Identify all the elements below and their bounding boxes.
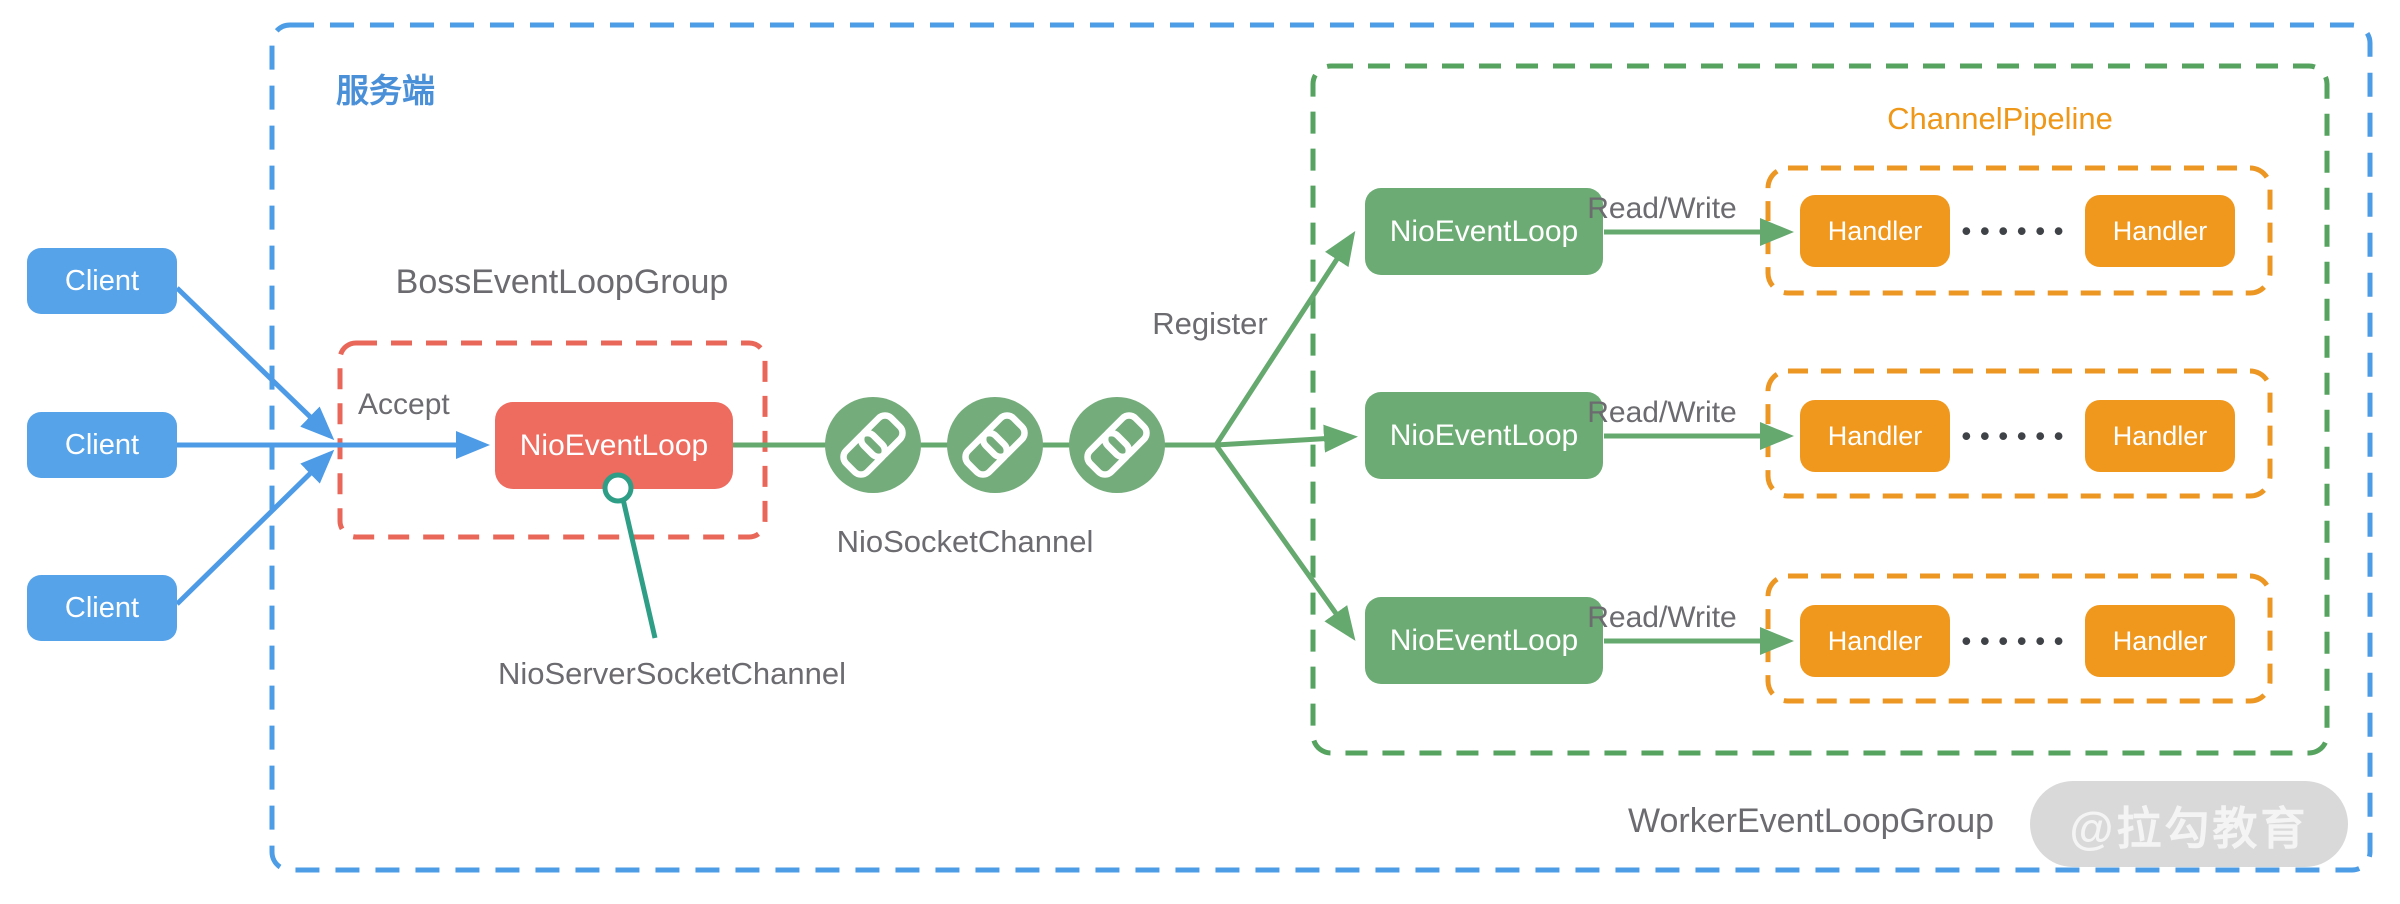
link-icon	[947, 397, 1043, 493]
pipeline-border-row1	[1765, 165, 2273, 296]
watermark: @拉勾教育	[2030, 781, 2348, 867]
link-icon	[1069, 397, 1165, 493]
link-icon	[825, 397, 921, 493]
ellipsis-dots: ••••••	[1961, 626, 2073, 656]
niosocketchannel-label: NioSocketChannel	[836, 524, 1094, 559]
client-label: Client	[64, 428, 140, 461]
readwrite-label-3: Read/Write	[1587, 601, 1737, 634]
handler-label: Handler	[1827, 420, 1923, 451]
client-label: Client	[64, 591, 140, 624]
handler-box: Handler	[2085, 400, 2235, 472]
handler-box: Handler	[2085, 195, 2235, 267]
readwrite-label-2: Read/Write	[1587, 396, 1737, 429]
readwrite-label-1: Read/Write	[1587, 192, 1737, 225]
handler-box: Handler	[2085, 605, 2235, 677]
channelpipeline-title: ChannelPipeline	[1887, 101, 2113, 136]
accept-label: Accept	[358, 388, 450, 421]
handler-box: Handler	[1800, 400, 1950, 472]
nioserversocketchannel-label: NioServerSocketChannel	[497, 656, 847, 691]
handler-label: Handler	[1827, 625, 1923, 656]
worker-group-title: WorkerEventLoopGroup	[1628, 802, 1995, 840]
client-box-2: Client	[27, 412, 177, 478]
server-group-label: 服务端	[336, 72, 435, 109]
pipeline-border-row2	[1765, 368, 2273, 499]
client-box-1: Client	[27, 248, 177, 314]
boss-nioeventloop-box: NioEventLoop	[495, 402, 733, 489]
worker-nioeventloop-box-3: NioEventLoop	[1365, 597, 1603, 684]
watermark-text: @拉勾教育	[2069, 802, 2309, 854]
handler-box: Handler	[1800, 195, 1950, 267]
handler-box: Handler	[1800, 605, 1950, 677]
handler-label: Handler	[2112, 625, 2208, 656]
pipeline-border-row3	[1765, 573, 2273, 704]
worker-nioeventloop-box-1: NioEventLoop	[1365, 188, 1603, 275]
handler-label: Handler	[2112, 420, 2208, 451]
handler-label: Handler	[1827, 215, 1923, 246]
worker-nioeventloop-label: NioEventLoop	[1389, 214, 1579, 248]
worker-nioeventloop-label: NioEventLoop	[1389, 418, 1579, 452]
register-label: Register	[1152, 306, 1268, 341]
boss-group-border	[337, 340, 768, 540]
ellipsis-dots: ••••••	[1961, 216, 2073, 246]
client-box-3: Client	[27, 575, 177, 641]
worker-nioeventloop-box-2: NioEventLoop	[1365, 392, 1603, 479]
client-label: Client	[64, 264, 140, 297]
handler-label: Handler	[2112, 215, 2208, 246]
client-arrows	[175, 286, 490, 606]
worker-group-border	[1310, 63, 2330, 756]
worker-nioeventloop-label: NioEventLoop	[1389, 623, 1579, 657]
boss-nioeventloop-label: NioEventLoop	[519, 428, 709, 462]
boss-group-title: BossEventLoopGroup	[395, 263, 729, 301]
ellipsis-dots: ••••••	[1961, 421, 2073, 451]
